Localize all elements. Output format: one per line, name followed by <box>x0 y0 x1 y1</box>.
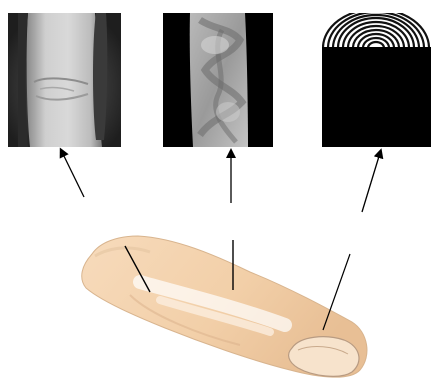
fingerprint-image <box>322 9 431 147</box>
finger-vein-image <box>163 13 273 147</box>
finger-joint-xray-image <box>8 13 121 147</box>
arrow-to-joint-image <box>62 152 84 197</box>
arrow-to-fingerprint-image <box>362 153 380 212</box>
finger-illustration <box>82 236 367 377</box>
